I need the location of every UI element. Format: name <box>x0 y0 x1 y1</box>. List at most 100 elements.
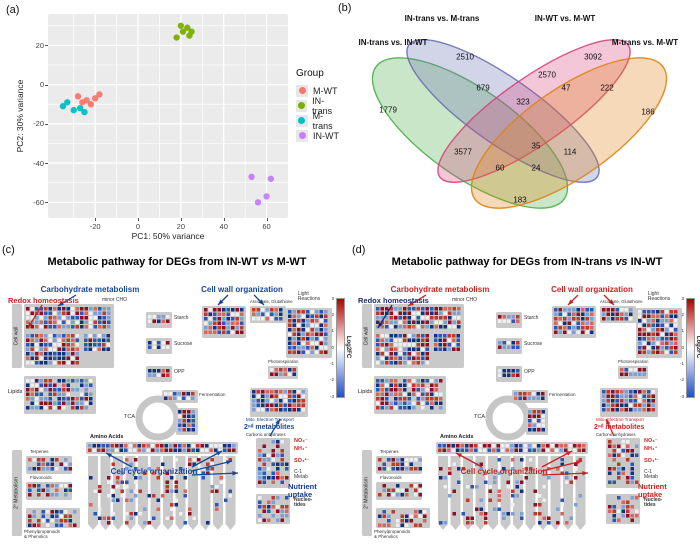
heatmap-cell <box>412 388 416 392</box>
heatmap-cell <box>93 320 97 324</box>
heatmap-cell <box>542 498 546 502</box>
heatmap-cell <box>611 312 615 316</box>
heatmap-cell <box>164 444 168 448</box>
heatmap-cell <box>262 458 266 462</box>
heatmap-block <box>84 334 110 351</box>
heatmap-cell <box>28 488 32 492</box>
heatmap-cell <box>288 390 292 394</box>
heatmap-cell <box>642 337 646 341</box>
heatmap-cell <box>606 408 610 412</box>
heatmap-cell <box>26 356 30 360</box>
heatmap-cell <box>188 507 192 511</box>
pathway-shape-strip <box>525 456 536 530</box>
heatmap-cell <box>674 350 678 354</box>
heatmap-cell <box>182 423 186 427</box>
heatmap-cell <box>385 325 389 329</box>
heatmap-cell <box>378 467 382 471</box>
heatmap-cell <box>57 401 61 405</box>
heatmap-cell <box>262 476 266 480</box>
heatmap-cell <box>457 311 461 315</box>
heatmap-cell <box>235 308 239 312</box>
heatmap-cell <box>492 448 496 452</box>
heatmap-cell <box>660 346 664 350</box>
heatmap-cell <box>119 444 123 448</box>
pca-scatter-canvas <box>48 14 288 218</box>
heatmap-cell <box>35 388 39 392</box>
heatmap-cell <box>452 320 456 324</box>
heatmap-cell <box>285 462 289 466</box>
heatmap-cell <box>405 467 409 471</box>
heatmap-cell <box>214 444 218 448</box>
heatmap-cell <box>280 458 284 462</box>
heatmap-cell <box>62 347 66 351</box>
heatmap-cell <box>407 316 411 320</box>
heatmap-cell <box>421 379 425 383</box>
heatmap-cell <box>439 392 443 396</box>
heatmap-cell <box>256 312 260 316</box>
heatmap-cell <box>46 488 50 492</box>
heatmap-cell <box>125 467 129 471</box>
heatmap-cell <box>416 325 420 329</box>
heatmap-cell <box>532 410 536 414</box>
heatmap-block <box>288 310 328 354</box>
heatmap-cell <box>292 372 296 376</box>
heatmap-cell <box>555 444 559 448</box>
heatmap-cell <box>297 350 301 354</box>
heatmap-cell <box>89 311 93 315</box>
pathway-c-label-light: Light Reactions <box>297 291 321 303</box>
heatmap-cell <box>276 518 280 522</box>
heatmap-cell <box>425 343 429 347</box>
heatmap-cell <box>170 476 174 480</box>
heatmap-cell <box>532 428 536 432</box>
heatmap-cell <box>665 337 669 341</box>
heatmap-cell <box>642 341 646 345</box>
heatmap-cell <box>62 388 66 392</box>
heatmap-cell <box>581 321 585 325</box>
heatmap-cell <box>629 394 633 398</box>
annotation-arrowhead <box>408 301 414 306</box>
heatmap-cell <box>447 448 451 452</box>
heatmap-cell <box>288 408 292 412</box>
heatmap-cell <box>448 494 452 498</box>
heatmap-cell <box>133 444 137 448</box>
heatmap-cell <box>665 310 669 314</box>
heatmap-cell <box>142 448 146 452</box>
heatmap-cell <box>606 394 610 398</box>
pathway-shape-strip <box>463 456 473 530</box>
heatmap-cell <box>53 338 57 342</box>
pathway-d-label-carb: Carbohydrate metabolism <box>390 285 490 294</box>
heatmap-cell <box>558 330 562 334</box>
heatmap-cell <box>416 361 420 365</box>
heatmap-cell <box>297 314 301 318</box>
heatmap-cell <box>394 334 398 338</box>
heatmap-cell <box>258 453 262 457</box>
heatmap-cell <box>134 458 138 462</box>
legend-dot <box>298 132 306 139</box>
heatmap-cell <box>602 399 606 403</box>
heatmap-cell <box>629 403 633 407</box>
pathway-shape-strip <box>100 456 111 530</box>
heatmap-cell <box>324 346 328 350</box>
heatmap-cell <box>252 399 256 403</box>
heatmap-cell <box>620 403 624 407</box>
heatmap-cell <box>578 494 582 498</box>
heatmap-cell <box>665 332 669 336</box>
heatmap-cell <box>626 480 630 484</box>
heatmap-cell <box>240 308 244 312</box>
venn-ellipse-1 <box>406 39 600 183</box>
heatmap-cell <box>554 326 558 330</box>
heatmap-cell <box>204 326 208 330</box>
heatmap-cell <box>407 392 411 396</box>
heatmap-cell <box>434 311 438 315</box>
heatmap-cell <box>617 496 621 500</box>
heatmap-cell <box>270 408 274 412</box>
heatmap-cell <box>574 467 578 471</box>
heatmap-cell <box>134 467 138 471</box>
heatmap-cell <box>452 489 456 493</box>
heatmap-cell <box>222 308 226 312</box>
heatmap-cell <box>222 330 226 334</box>
heatmap-cell <box>611 403 615 407</box>
heatmap-cell <box>206 471 210 475</box>
heatmap-cell <box>218 448 222 452</box>
